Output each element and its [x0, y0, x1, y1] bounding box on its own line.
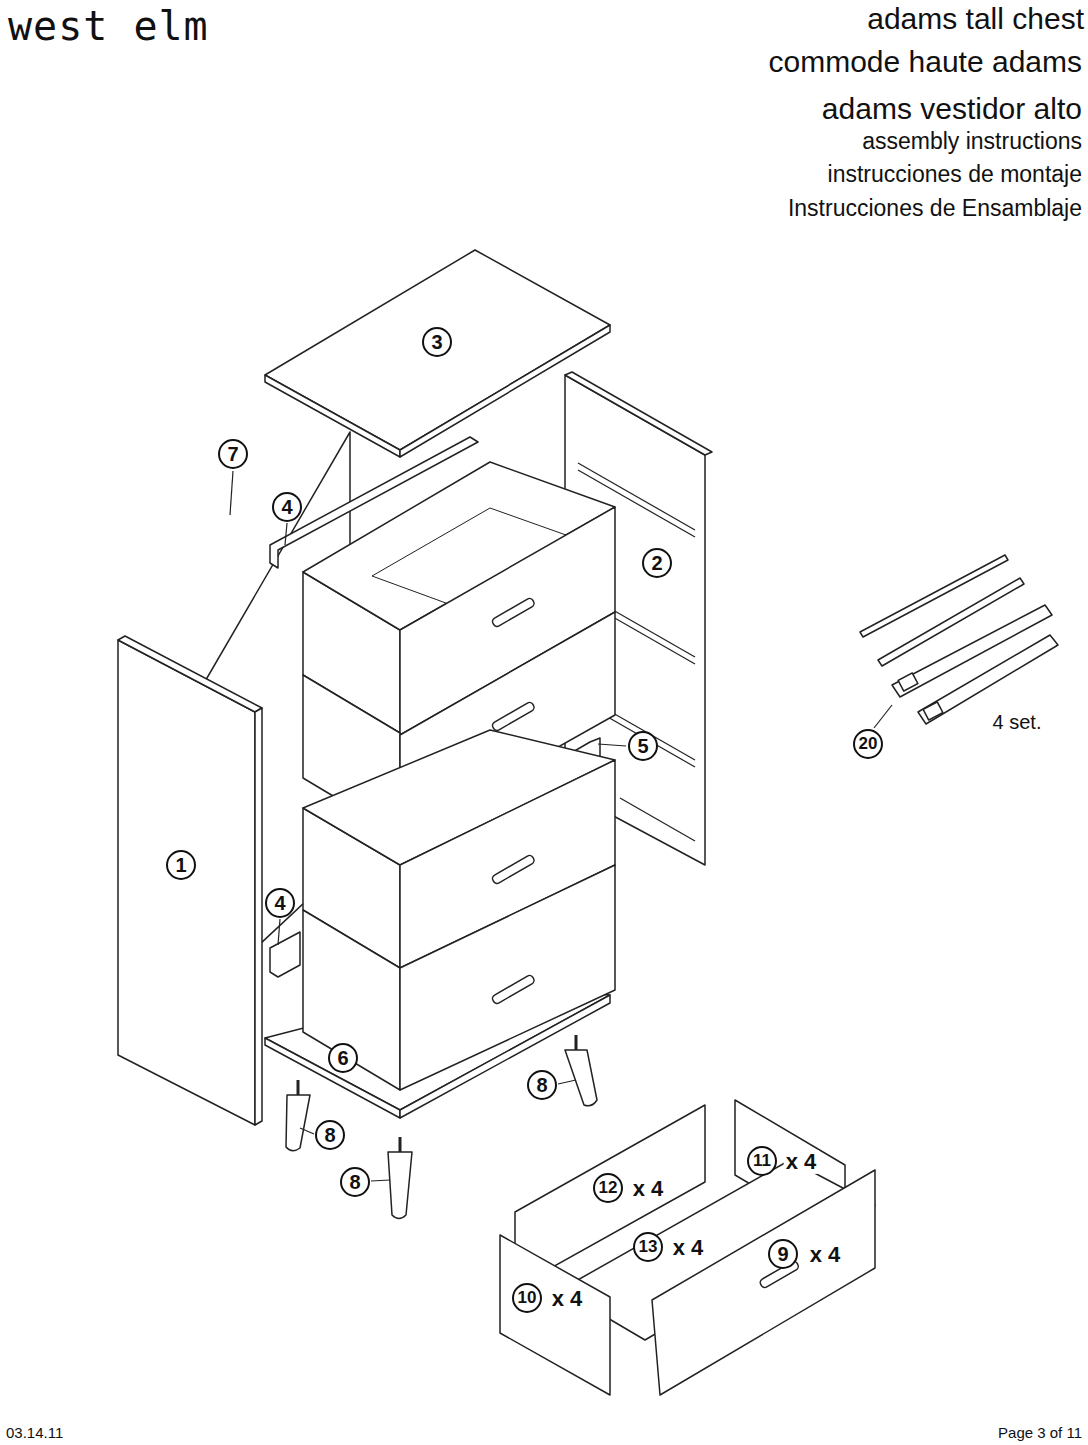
side-panel-edge [118, 636, 262, 712]
subtitle-line: instrucciones de montaje [828, 162, 1082, 187]
top-edge [265, 375, 400, 457]
legs [286, 1035, 597, 1219]
rail [270, 932, 300, 977]
title-line: commode haute adams [768, 45, 1082, 78]
quantity-note: x 4 [671, 1236, 706, 1260]
quantity-note: x 4 [808, 1243, 843, 1267]
callout-number: 13 [633, 1232, 663, 1262]
callout-number: 8 [315, 1120, 345, 1150]
top-panel [265, 250, 610, 450]
quantity-note: 4 set. [991, 711, 1044, 733]
callout-number: 7 [218, 439, 248, 469]
subtitle-line: Instrucciones de Ensamblaje [788, 196, 1082, 221]
quantity-note: x 4 [784, 1150, 819, 1174]
callout-number: 4 [272, 492, 302, 522]
callout-number: 9 [768, 1239, 798, 1269]
title-line: adams vestidor alto [822, 92, 1082, 125]
title: adams tall chest [867, 2, 1084, 35]
subtitle-line: assembly instructions [862, 129, 1082, 154]
callout-number: 20 [853, 729, 883, 759]
date-stamp: 03.14.11 [6, 1425, 63, 1442]
quantity-note: x 4 [550, 1287, 585, 1311]
callout-number: 3 [422, 327, 452, 357]
page-number: Page 3 of 11 [998, 1425, 1082, 1442]
drawer-slides [860, 555, 1058, 724]
callout-number: 1 [166, 850, 196, 880]
brand-logo: west elm [8, 4, 209, 48]
side-panel [118, 640, 255, 1125]
side-panel-edge [255, 708, 262, 1125]
callout-number: 5 [628, 731, 658, 761]
callout-number: 12 [593, 1173, 623, 1203]
callout-number: 8 [527, 1070, 557, 1100]
leader-lines [230, 471, 892, 1181]
callout-number: 2 [642, 548, 672, 578]
callout-number: 8 [340, 1167, 370, 1197]
callout-number: 10 [512, 1283, 542, 1313]
top-edge [400, 325, 610, 457]
quantity-note: x 4 [631, 1177, 666, 1201]
drawers [303, 462, 615, 1090]
callout-number: 6 [328, 1043, 358, 1073]
callout-number: 4 [265, 888, 295, 918]
callout-number: 11 [747, 1146, 777, 1176]
side-panel-edge [565, 372, 712, 455]
drawer-parts [500, 1100, 875, 1395]
